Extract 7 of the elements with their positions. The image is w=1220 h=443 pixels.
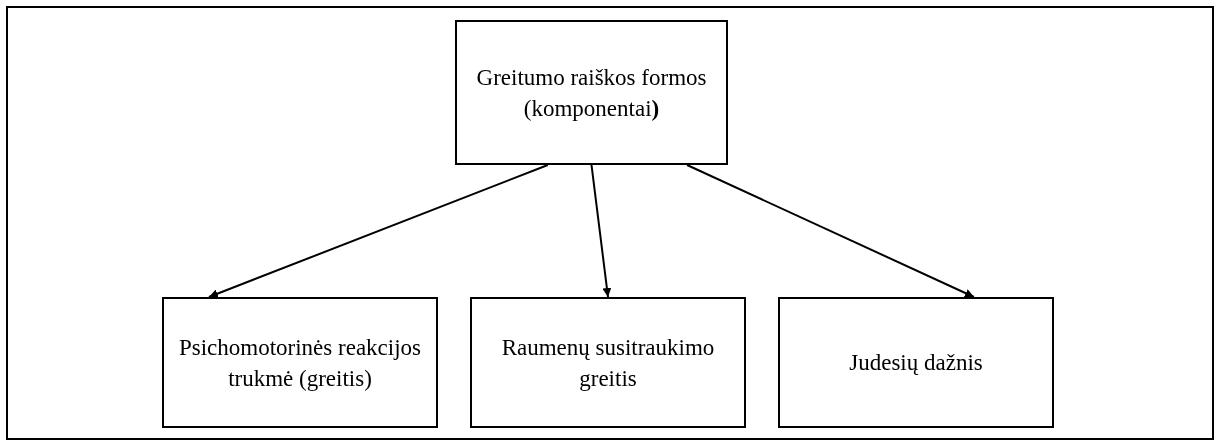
arrow [207,164,549,298]
text-box: Psichomotorinės reakcijos trukmė (greitis) [162,297,438,428]
arrow [590,164,612,298]
text-box: Raumenų susitraukimo greitis [470,297,746,428]
arrow [686,164,975,298]
text-box: Greitumo raiškos formos (komponentai) [455,20,728,165]
text-box: Judesių dažnis [778,297,1054,428]
